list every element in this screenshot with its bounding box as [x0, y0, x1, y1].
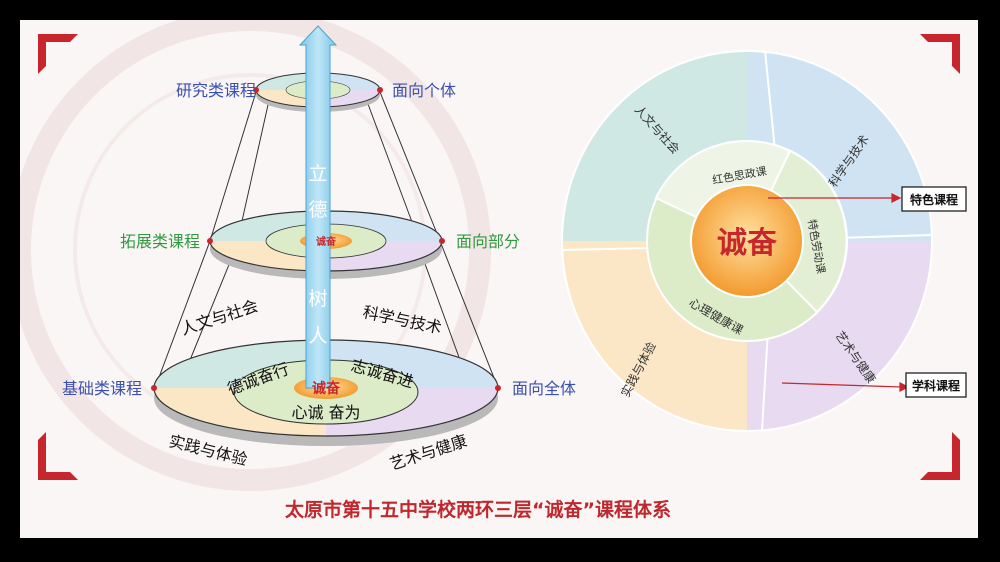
arrow-char-1: 立 [308, 163, 327, 185]
feature-callout-label: 特色课程 [910, 192, 958, 207]
page-title: 太原市第十五中学校两环三层“诚奋”课程体系 [285, 498, 671, 521]
core-label: 诚奋 [717, 226, 777, 261]
subject-callout-label: 学科课程 [912, 378, 960, 393]
quadrant-humanities-label: 人文与社会 [178, 296, 260, 339]
callout-arrows [768, 193, 910, 392]
extension-level-label: 拓展类课程 [120, 232, 200, 251]
foundation-level-label: 基础类课程 [62, 379, 142, 398]
extension-center-label: 诚奋 [316, 235, 337, 248]
core-circle [690, 184, 804, 298]
foundation-center-label: 诚奋 [312, 380, 341, 397]
slide: 立 德 树 人 研究类课程 拓展类课程 基础类课程 面向个体 面向部分 面向全体… [20, 20, 978, 538]
level-dots [151, 87, 501, 391]
audience-partial-label: 面向部分 [456, 232, 520, 251]
subject-callout-box: 学科课程 [905, 372, 967, 398]
audience-all-label: 面向全体 [512, 379, 576, 398]
arrow-char-3: 树 [308, 288, 327, 310]
research-level-label: 研究类课程 [176, 81, 256, 100]
inner-heart-label: 心诚 奋为 [291, 403, 360, 422]
cone-lines [154, 91, 499, 389]
layer-cone: 立 德 树 人 研究类课程 拓展类课程 基础类课程 面向个体 面向部分 面向全体… [62, 25, 576, 474]
corner-decorations [38, 34, 960, 480]
diagram-canvas: 立 德 树 人 研究类课程 拓展类课程 基础类课程 面向个体 面向部分 面向全体… [20, 20, 967, 521]
audience-individual-label: 面向个体 [392, 81, 456, 100]
moral-education-arrow [298, 25, 338, 389]
arrow-char-4: 人 [308, 325, 327, 347]
ring-diagram: 诚奋 红色思政课 特色劳动课 心理健康课 人文与社会 科学与技术 实践与体验 艺… [561, 50, 967, 432]
feature-callout-box: 特色课程 [901, 186, 967, 212]
arrow-char-2: 德 [308, 199, 327, 221]
research-disc [255, 72, 381, 112]
